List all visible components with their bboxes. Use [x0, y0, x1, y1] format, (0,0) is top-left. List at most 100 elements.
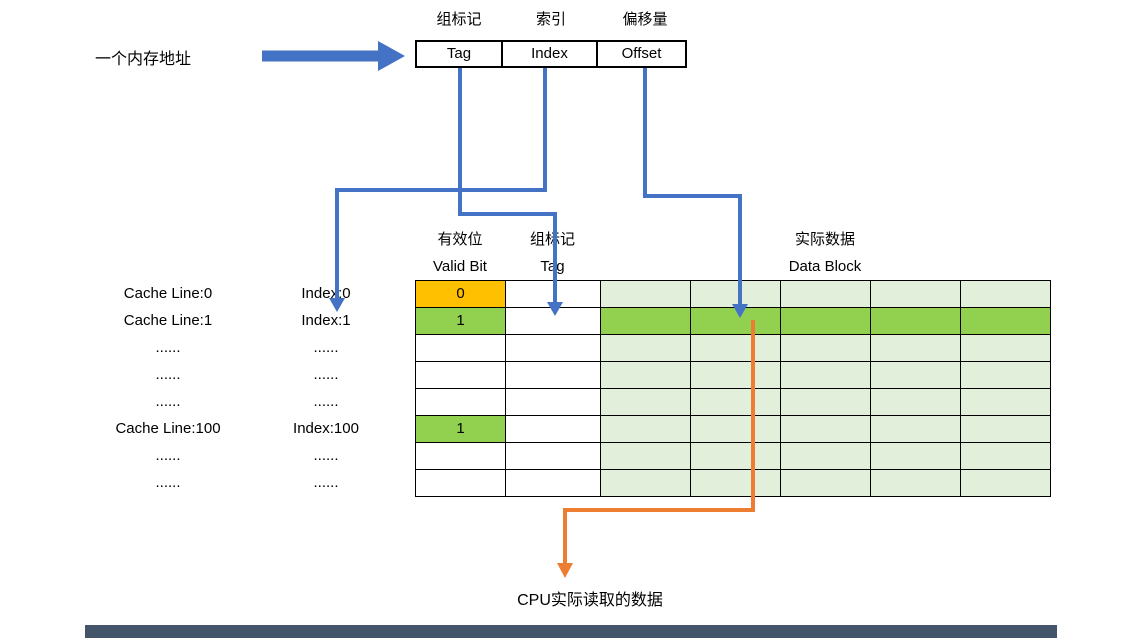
data-cell — [961, 335, 1051, 362]
data-cell — [871, 443, 961, 470]
data-cell — [961, 443, 1051, 470]
data-cell — [691, 443, 781, 470]
table-row — [416, 389, 1051, 416]
cache-table: 0 1 1 — [415, 280, 1051, 497]
data-block-header: 实际数据 Data Block — [600, 226, 1050, 280]
tag-cell — [506, 335, 601, 362]
address-field-offset: Offset — [596, 40, 687, 68]
valid-bit-header-cn: 有效位 — [437, 231, 483, 248]
cache-line-label: ...... — [155, 339, 181, 356]
memory-address-label: 一个内存地址 — [95, 51, 192, 68]
tag-cell — [506, 308, 601, 335]
tag-cell — [506, 443, 601, 470]
index-labels: Index:0 Index:1 ...... ...... ...... Ind… — [256, 280, 396, 496]
data-cell — [691, 335, 781, 362]
index-label: Index:0 — [301, 285, 351, 302]
table-row: 0 — [416, 281, 1051, 308]
data-cell — [601, 362, 691, 389]
cache-line-label: ...... — [155, 393, 181, 410]
tag-cell — [506, 362, 601, 389]
data-cell — [601, 416, 691, 443]
tag-cell — [506, 470, 601, 497]
index-label: ...... — [313, 339, 339, 356]
field-title-offset: 偏移量 — [622, 11, 668, 28]
data-cell — [961, 308, 1051, 335]
cache-line-label: ...... — [155, 366, 181, 383]
valid-bit-header: 有效位 Valid Bit — [415, 226, 505, 280]
data-cell — [781, 389, 871, 416]
data-cell — [961, 362, 1051, 389]
tag-header: 组标记 Tag — [505, 226, 600, 280]
index-label: ...... — [313, 366, 339, 383]
index-label: ...... — [313, 393, 339, 410]
data-cell — [601, 443, 691, 470]
tag-cell — [506, 389, 601, 416]
tag-header-en: Tag — [540, 258, 565, 275]
data-block-header-cn: 实际数据 — [794, 231, 855, 248]
index-label: ...... — [313, 447, 339, 464]
tag-cell — [506, 281, 601, 308]
index-label: Index:1 — [301, 312, 351, 329]
valid-bit-cell: 0 — [416, 281, 506, 308]
data-cell — [961, 470, 1051, 497]
table-row — [416, 362, 1051, 389]
data-cell — [691, 389, 781, 416]
data-cell — [871, 335, 961, 362]
valid-bit-cell — [416, 335, 506, 362]
data-cell — [871, 281, 961, 308]
data-cell — [601, 389, 691, 416]
index-label: ...... — [313, 474, 339, 491]
data-cell — [961, 281, 1051, 308]
index-label: Index:100 — [293, 420, 359, 437]
field-title-tag: 组标记 — [436, 11, 482, 28]
address-arrow — [262, 41, 405, 71]
data-block-header-en: Data Block — [788, 258, 862, 275]
valid-bit-cell — [416, 389, 506, 416]
cache-line-label: ...... — [155, 447, 181, 464]
cache-line-label: Cache Line:1 — [123, 312, 213, 329]
data-cell — [601, 308, 691, 335]
table-row — [416, 470, 1051, 497]
data-cell — [871, 308, 961, 335]
valid-bit-cell — [416, 362, 506, 389]
data-cell — [781, 470, 871, 497]
data-cell — [781, 335, 871, 362]
cache-line-label: Cache Line:0 — [123, 285, 213, 302]
valid-bit-cell — [416, 470, 506, 497]
footer-bar — [85, 625, 1057, 638]
data-cell — [961, 416, 1051, 443]
data-cell — [781, 281, 871, 308]
valid-bit-header-en: Valid Bit — [433, 258, 487, 275]
address-field-index: Index — [501, 40, 598, 68]
data-cell — [691, 308, 781, 335]
table-row: 1 — [416, 308, 1051, 335]
valid-bit-cell: 1 — [416, 308, 506, 335]
data-cell — [691, 470, 781, 497]
data-cell — [781, 416, 871, 443]
tag-cell — [506, 416, 601, 443]
data-cell — [601, 470, 691, 497]
cpu-read-label: CPU实际读取的数据 — [517, 592, 663, 609]
valid-bit-cell: 1 — [416, 416, 506, 443]
data-cell — [691, 281, 781, 308]
address-box: Tag Index Offset — [415, 40, 687, 68]
table-row — [416, 335, 1051, 362]
tag-header-cn: 组标记 — [529, 231, 575, 248]
cache-line-labels: Cache Line:0 Cache Line:1 ...... ...... … — [85, 280, 251, 496]
table-row — [416, 443, 1051, 470]
data-cell — [871, 362, 961, 389]
cache-line-label: Cache Line:100 — [115, 420, 221, 437]
valid-bit-cell — [416, 443, 506, 470]
table-row: 1 — [416, 416, 1051, 443]
data-cell — [691, 416, 781, 443]
data-cell — [871, 416, 961, 443]
field-title-index: 索引 — [535, 11, 566, 28]
cache-line-label: ...... — [155, 474, 181, 491]
data-cell — [691, 362, 781, 389]
data-cell — [601, 281, 691, 308]
data-cell — [601, 335, 691, 362]
data-cell — [781, 443, 871, 470]
data-cell — [961, 389, 1051, 416]
address-field-tag: Tag — [415, 40, 503, 68]
